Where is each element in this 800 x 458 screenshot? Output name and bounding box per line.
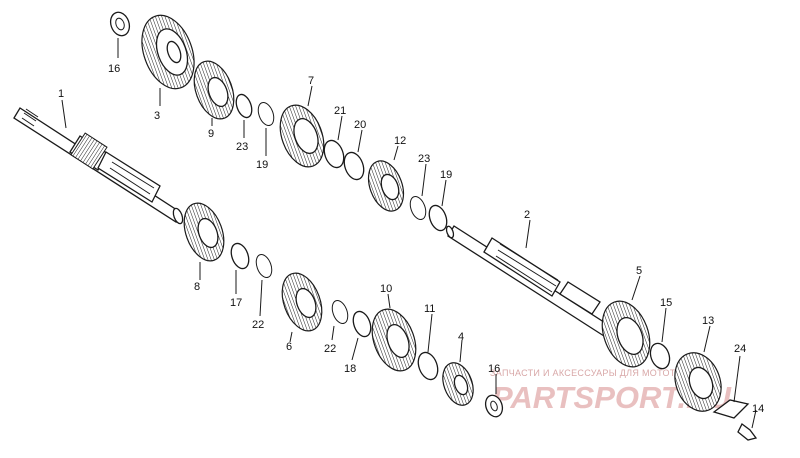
callout-23-right: 23 bbox=[418, 153, 430, 165]
gear-7 bbox=[279, 104, 325, 168]
callout-21: 21 bbox=[334, 105, 346, 117]
callout-10: 10 bbox=[380, 283, 392, 295]
callout-7: 7 bbox=[308, 75, 314, 87]
callout-20: 20 bbox=[354, 119, 366, 131]
callout-22-left: 22 bbox=[252, 319, 264, 331]
callout-16-bottom: 16 bbox=[488, 363, 500, 375]
gear-5 bbox=[601, 300, 651, 368]
callout-3: 3 bbox=[154, 110, 160, 122]
callout-1: 1 bbox=[58, 88, 64, 100]
washers bbox=[109, 11, 758, 441]
gear-3 bbox=[141, 14, 195, 90]
gear-8 bbox=[183, 202, 225, 262]
callout-24: 24 bbox=[734, 343, 746, 355]
watermark-caption: ЗАПЧАСТИ И АКСЕССУАРЫ ДЛЯ МОТОТЕХНИКИ bbox=[490, 368, 714, 378]
callout-19-top: 19 bbox=[256, 159, 268, 171]
callout-labels: 1 2 3 4 5 6 7 8 9 10 11 12 13 14 15 16 1… bbox=[58, 63, 764, 415]
callout-9: 9 bbox=[208, 128, 214, 140]
callout-19-right: 19 bbox=[440, 169, 452, 181]
leader-lines bbox=[61, 38, 757, 429]
callout-18: 18 bbox=[344, 363, 356, 375]
callout-22-right: 22 bbox=[324, 343, 336, 355]
shaft-1 bbox=[13, 107, 184, 225]
callout-11: 11 bbox=[424, 303, 435, 315]
callout-4: 4 bbox=[458, 331, 464, 343]
callout-12: 12 bbox=[394, 135, 406, 147]
shaft-2 bbox=[445, 225, 611, 337]
gear-10 bbox=[371, 308, 417, 372]
sprocket-13 bbox=[674, 352, 722, 412]
callout-13: 13 bbox=[702, 315, 714, 327]
callout-5: 5 bbox=[636, 265, 642, 277]
gear-9 bbox=[193, 60, 235, 120]
callout-2: 2 bbox=[524, 209, 530, 221]
gear-12 bbox=[367, 160, 405, 212]
callout-6: 6 bbox=[286, 341, 292, 353]
callout-8: 8 bbox=[194, 281, 200, 293]
callout-16-top: 16 bbox=[108, 63, 120, 75]
callout-14: 14 bbox=[752, 403, 764, 415]
callout-23-left: 23 bbox=[236, 141, 248, 153]
gear-6 bbox=[281, 272, 323, 332]
callout-15: 15 bbox=[660, 297, 672, 309]
gear-4 bbox=[442, 362, 474, 406]
callout-17: 17 bbox=[230, 297, 242, 309]
